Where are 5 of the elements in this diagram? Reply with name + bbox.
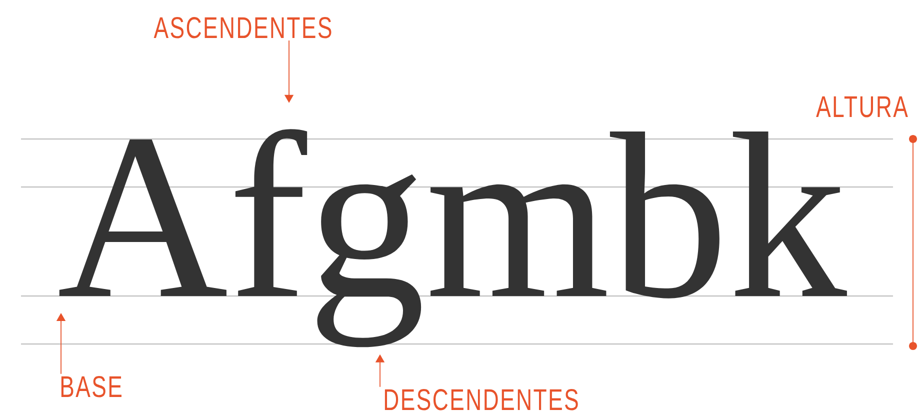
dimension-label: ALTURA: [816, 96, 908, 118]
callout-label: ASCENDENTES: [154, 17, 332, 38]
specimen-text: Afgmbk: [59, 129, 847, 348]
callout-label: DESCENDENTES: [384, 389, 578, 410]
callout-label: BASE: [61, 376, 122, 398]
